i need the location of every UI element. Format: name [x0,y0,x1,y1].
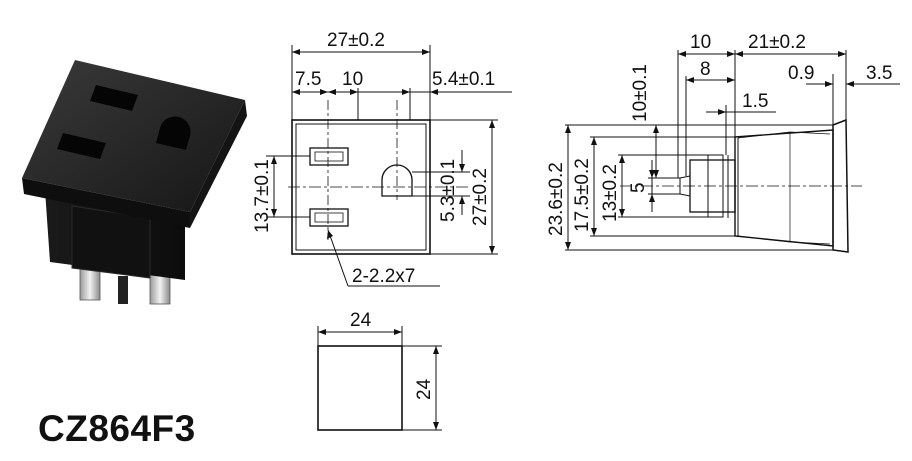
model-number: CZ864F3 [38,408,196,449]
front-pin-offset-label: 7.5 [295,69,321,90]
cutout-arrows [318,329,439,430]
side-flange-overhang-label: 3.5 [866,63,892,84]
front-slot-callout-label: 2-2.2x7 [352,266,415,287]
side-flange-thickness-label: 0.9 [788,63,814,84]
slot-bottom [309,208,349,227]
front-width-label: 27±0.2 [327,30,385,51]
product-photo [22,60,247,305]
ground-hole [381,164,413,197]
side-depth-body-label: 10 [690,32,711,53]
side-body [734,129,834,247]
side-terminal-pos-label: 10±0.1 [630,64,651,122]
cutout-labels: 24 24 [350,310,435,400]
front-pin-spacing-label: 10 [342,69,363,90]
side-flange-height-label: 23.6±0.2 [546,162,567,236]
cutout-outline [317,345,403,431]
side-terminal-width-label: 5 [628,182,649,193]
cutout-height-label: 24 [414,378,435,400]
front-height-label: 27±0.2 [470,168,491,226]
front-ground-offset-label: 5.4±0.1 [432,69,495,90]
side-terminal-span-label: 13±0.2 [600,164,621,222]
front-labels: 27±0.2 7.5 10 5.4±0.1 13.7±0.1 5.3±0.1 2… [252,30,495,287]
side-terminal-tip-label: 1.5 [742,91,768,112]
side-arrows [565,51,854,250]
front-view [266,45,512,287]
slot-top [309,147,349,166]
front-pin-span-label: 13.7±0.1 [252,159,273,233]
side-labels: 10 21±0.2 8 0.9 3.5 1.5 10±0.1 23.6±0.2 … [546,32,892,236]
front-ground-height-label: 5.3±0.1 [438,159,459,222]
side-depth-total-label: 21±0.2 [748,32,806,53]
side-terminal-len-label: 8 [700,59,711,80]
cutout-width-label: 24 [350,310,372,331]
side-body-height-label: 17.5±0.2 [572,158,593,232]
cutout-view [317,326,442,431]
front-arrows [271,49,495,254]
side-view [565,50,900,253]
